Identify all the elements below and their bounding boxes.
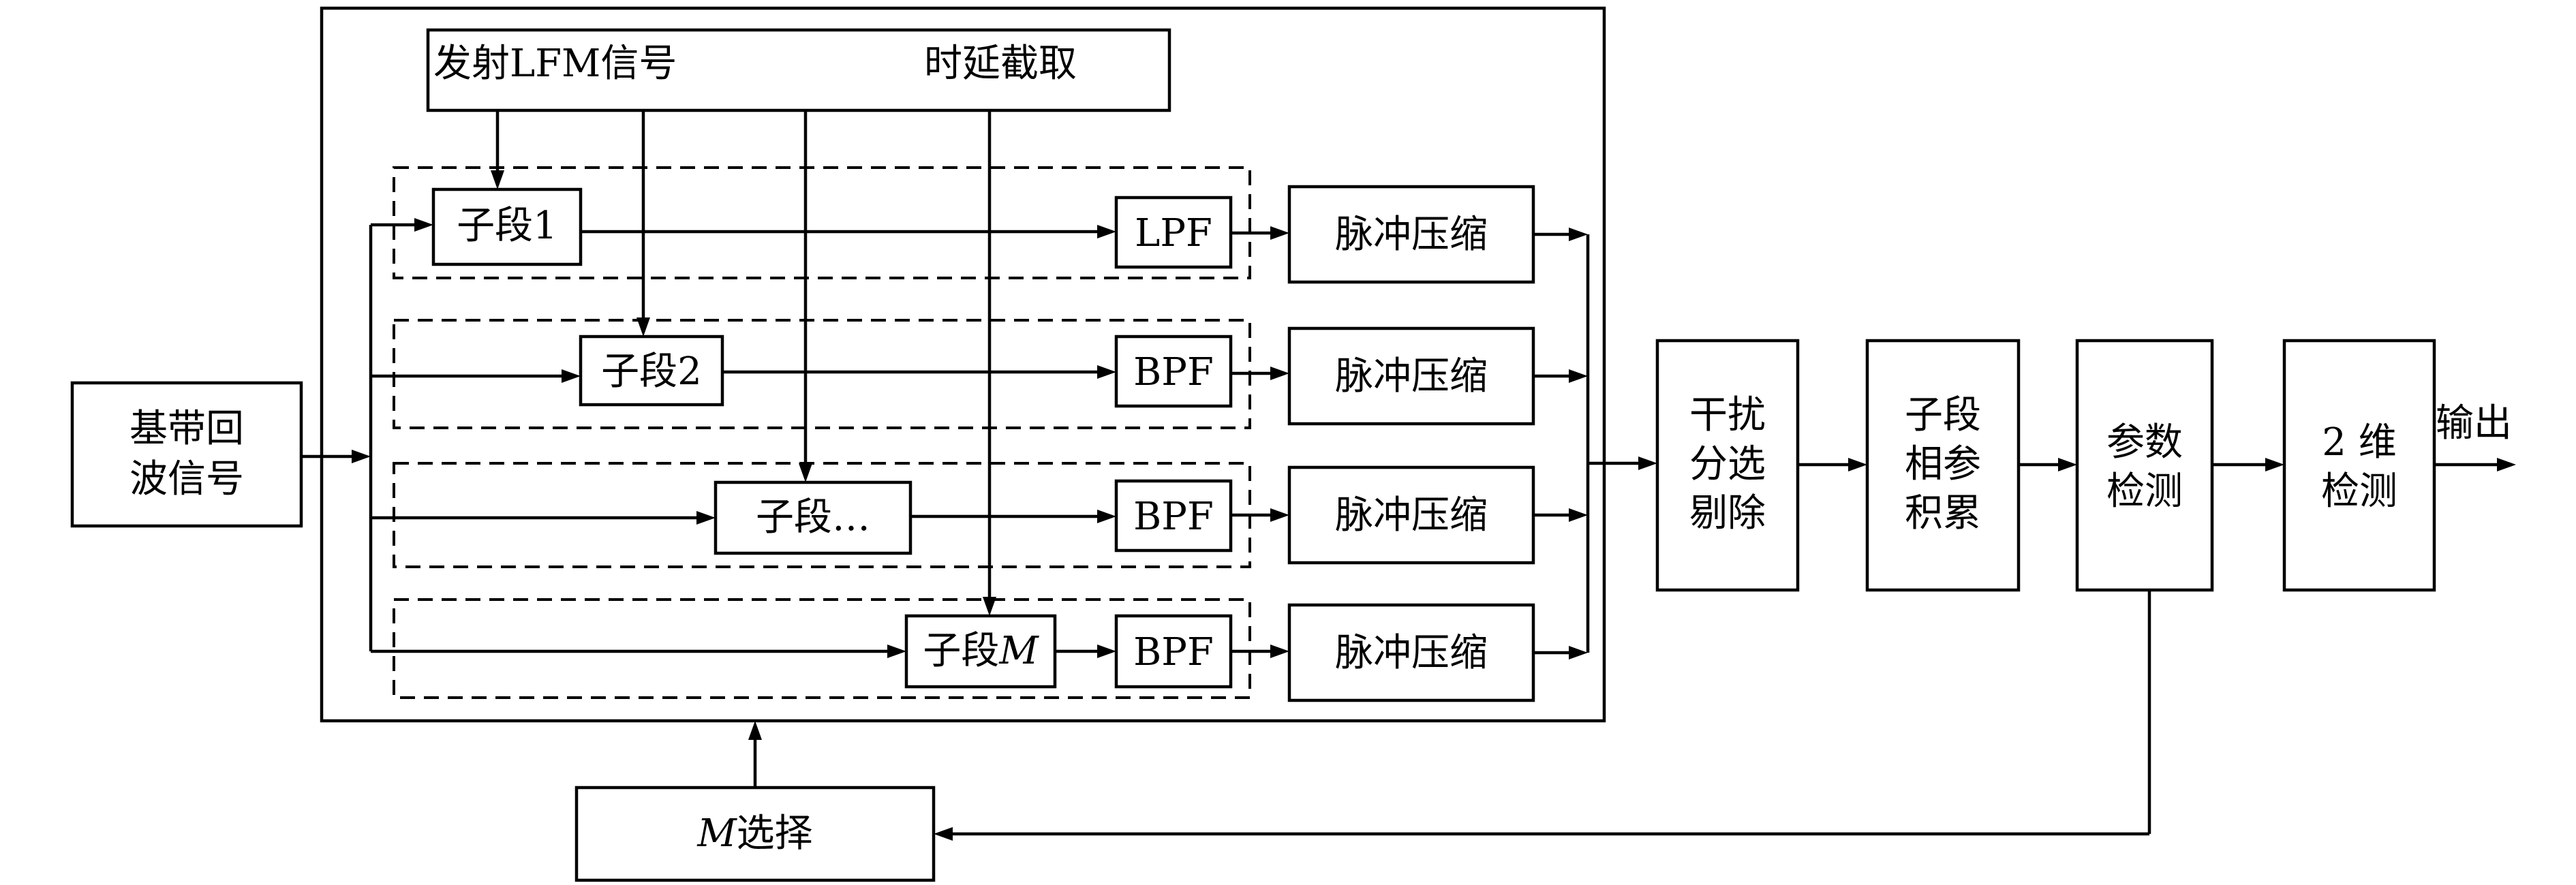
stage-2-line-1: 子段 [1905,393,1981,437]
processing-module-frame [320,6,1606,723]
stage-3-arrow [2058,458,2077,471]
segment-m-arrow [887,645,906,658]
stage-1-line-3: 剔除 [1689,491,1766,535]
merge-2-arrow [1569,369,1588,383]
stage-2-line-2: 相参 [1905,442,1981,486]
merge-4-arrow [1569,646,1588,659]
stage-1-line-1: 干扰 [1689,393,1766,437]
input-line-2: 波信号 [129,457,244,501]
merge-3-arrow [1569,508,1588,522]
header-segment-m-arrow [983,597,996,616]
filter-1-label: LPF [1135,211,1212,255]
filter-3-arrow [1097,510,1116,523]
feedback-arrow [934,827,953,841]
pc-3-arrow [1270,508,1289,522]
stage-1-arrow [1638,456,1657,470]
filter-2-label: BPF [1133,350,1214,394]
stage-4-line-1: 2 维 [2322,420,2396,465]
transmit-lfm-label: 发射LFM信号 [433,42,677,86]
pulse-compression-2-label: 脉冲压缩 [1335,354,1488,399]
input-box [70,381,303,528]
segment-group-1 [393,166,1251,279]
header-segment-1-arrow [491,170,504,189]
filter-4-arrow [1097,645,1116,658]
pc-2-arrow [1270,367,1289,380]
stage-2-arrow [1848,458,1867,471]
pulse-compression-1-label: 脉冲压缩 [1335,213,1488,257]
segment-3-arrow [696,511,716,525]
input-line-1: 基带回 [129,407,244,451]
pulse-compression-3-label: 脉冲压缩 [1335,493,1488,538]
pulse-compression-4-label: 脉冲压缩 [1335,631,1488,675]
stage-2-line-3: 积累 [1905,491,1981,535]
m-select-label: M选择 [696,811,812,856]
segment-1-arrow [414,218,433,232]
header-box [426,28,1171,112]
segment-2-label: 子段2 [601,350,702,394]
filter-2-arrow [1097,365,1116,379]
stage-4-arrow [2265,458,2284,471]
pc-4-arrow [1270,645,1289,658]
output-arrow [2497,458,2516,471]
segment-m-label: 子段M [923,629,1039,673]
segment-box-1 [431,187,583,266]
header-segment-2-arrow [637,317,650,337]
pc-1-arrow [1270,226,1289,240]
stage-3-line-2: 检测 [2106,469,2183,514]
parameter-detection-box [2075,339,2214,592]
filter-4-label: BPF [1133,630,1214,674]
segment-1-label: 子段1 [457,204,557,248]
segment-2-arrow [562,369,581,383]
stage-4-line-2: 检测 [2321,469,2397,514]
filter-3-label: BPF [1133,495,1214,539]
connectors [301,110,2516,841]
two-dim-detection-box [2282,339,2436,592]
segment-3-label: 子段… [756,495,870,540]
merge-1-arrow [1569,228,1588,241]
filter-box-2 [1114,335,1233,408]
mselect-arrow [748,721,762,740]
output-label: 输出 [2436,401,2512,446]
stage-3-line-1: 参数 [2106,420,2183,465]
input-arrow [352,450,371,463]
stage-1-line-2: 分选 [1689,442,1766,486]
delay-cut-label: 时延截取 [924,42,1077,86]
filter-1-arrow [1097,225,1116,238]
segment-group-4 [393,598,1251,699]
header-segment-3-arrow [799,463,812,482]
